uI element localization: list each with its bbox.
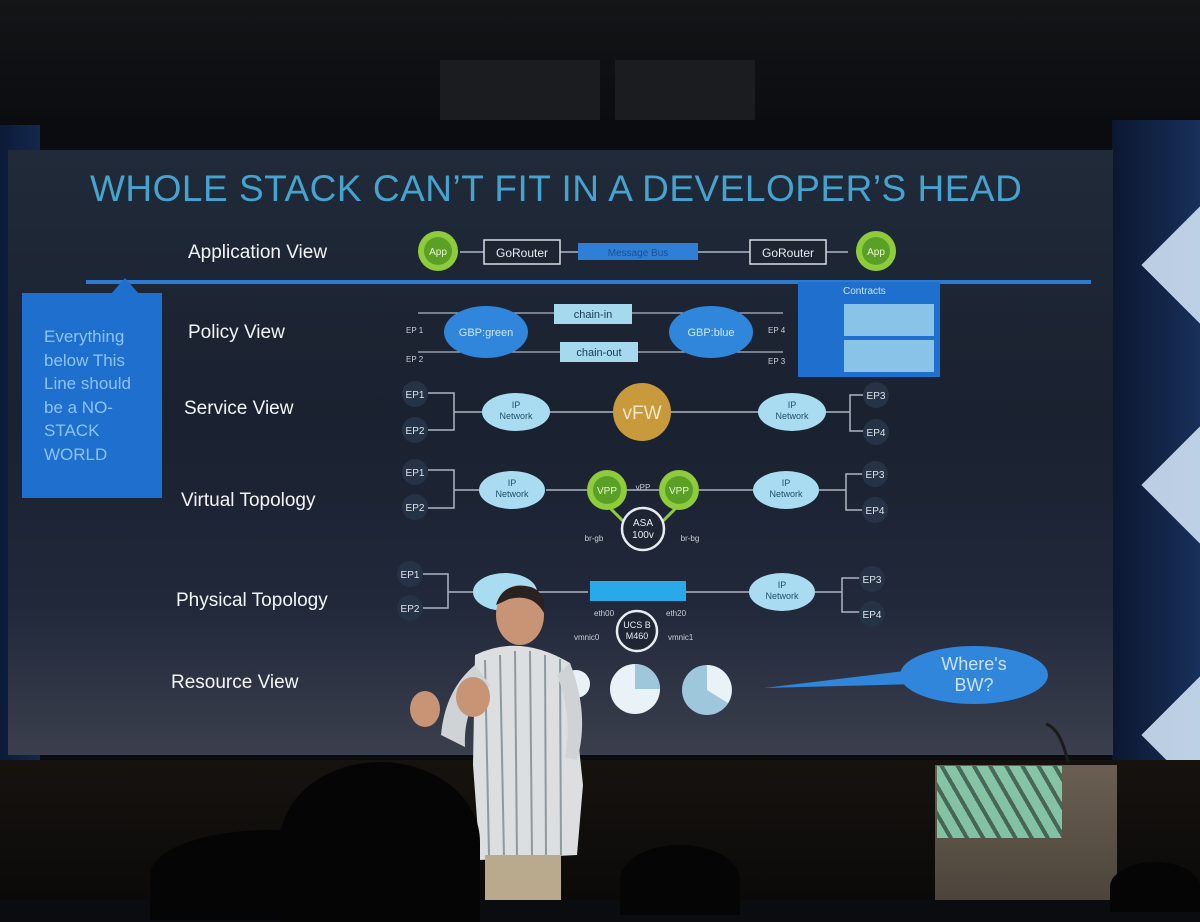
ucs-label-1: UCS B	[623, 620, 651, 630]
ceiling-panel	[615, 60, 755, 120]
eth-right-label: eth20	[666, 609, 687, 618]
audience-head	[1110, 862, 1200, 912]
gorouter-right-label: GoRouter	[762, 246, 814, 260]
virtual-network-left-label-2: Network	[495, 489, 529, 499]
virtual-ep2-label: EP2	[406, 503, 425, 514]
gorouter-left-label: GoRouter	[496, 246, 548, 260]
asa-label-1: ASA	[633, 518, 653, 529]
audience-head	[150, 830, 390, 920]
physical-ep1-label: EP1	[401, 570, 420, 581]
contract-card-2	[844, 340, 934, 372]
chain-in-label: chain-in	[574, 309, 613, 321]
vfw-label: vFW	[622, 403, 661, 424]
message-bus-label: Message Bus	[608, 248, 669, 259]
room-ceiling	[0, 0, 1200, 125]
ucs-label-2: M460	[626, 631, 649, 641]
physical-ep4-label: EP4	[863, 610, 882, 621]
app-right-label: App	[867, 247, 885, 258]
ceiling-panel	[440, 60, 600, 120]
virtual-topology-row: EP1 EP2 IP Network VPP vPP VPP ASA 100v …	[402, 459, 888, 550]
virtual-network-right-label-1: IP	[782, 478, 791, 488]
app-left-label: App	[429, 247, 447, 258]
speech-bubble-pointer	[764, 670, 918, 688]
service-ep3-label: EP3	[867, 391, 886, 402]
policy-ep3-label: EP 3	[768, 357, 786, 366]
asa-label-2: 100v	[632, 530, 654, 541]
group-blue-label: GBP:blue	[687, 327, 734, 339]
virtual-network-right-label-2: Network	[769, 489, 803, 499]
virtual-ep3-label: EP3	[866, 470, 885, 481]
physical-ep3-label: EP3	[863, 575, 882, 586]
service-network-right-label-1: IP	[788, 400, 797, 410]
service-network-left-label-1: IP	[512, 400, 521, 410]
policy-view-row: GBP:green GBP:blue chain-in chain-out EP…	[406, 304, 934, 372]
virtual-network-left-label-1: IP	[508, 478, 517, 488]
policy-ep1-label: EP 1	[406, 326, 424, 335]
microphone-icon	[1040, 718, 1100, 768]
service-view-row: EP1 EP2 IP Network vFW IP Network EP3 EP…	[402, 381, 889, 445]
application-view-row: App GoRouter Message Bus GoRouter App	[418, 231, 896, 271]
vpp-left-label: VPP	[597, 486, 617, 497]
eth-left-label: eth00	[594, 609, 615, 618]
bridge-left-label: br-gb	[585, 534, 604, 543]
service-ep2-label: EP2	[406, 426, 425, 437]
physical-network-right-label-1: IP	[778, 580, 787, 590]
service-network-left-label-2: Network	[499, 411, 533, 421]
speech-bubble-line-1: Where's	[900, 654, 1048, 675]
chain-out-label: chain-out	[576, 347, 621, 359]
policy-ep2-label: EP 2	[406, 355, 424, 364]
contract-card-1	[844, 304, 934, 336]
speech-bubble: Where's BW?	[900, 646, 1048, 704]
service-network-right-label-2: Network	[775, 411, 809, 421]
group-green-label: GBP:green	[459, 327, 513, 339]
service-ep4-label: EP4	[867, 428, 886, 439]
virtual-ep4-label: EP4	[866, 506, 885, 517]
speech-bubble-line-2: BW?	[900, 675, 1048, 696]
audience-head	[620, 845, 740, 915]
vnic-right-label: vmnic1	[668, 633, 694, 642]
resource-view-row	[562, 664, 918, 715]
podium-hex-pattern	[937, 766, 1062, 838]
vpp-right-label: VPP	[669, 486, 689, 497]
policy-ep4-label: EP 4	[768, 326, 786, 335]
physical-network-right-label-2: Network	[765, 591, 799, 601]
physical-switch-bar	[590, 581, 686, 601]
vpp-link-label: vPP	[636, 483, 651, 492]
service-ep1-label: EP1	[406, 390, 425, 401]
virtual-ep1-label: EP1	[406, 468, 425, 479]
bridge-right-label: br-bg	[681, 534, 700, 543]
asa-node	[622, 508, 664, 550]
